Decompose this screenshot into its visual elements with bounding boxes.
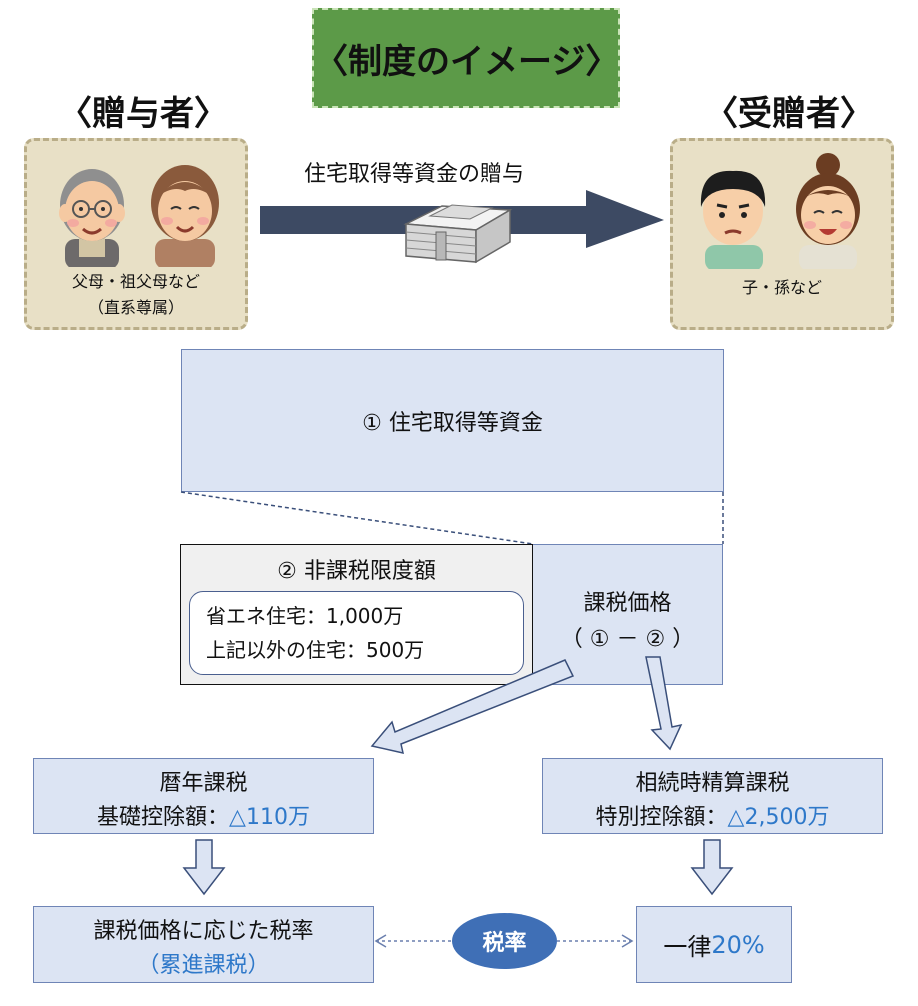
dotted-arrow-right-icon [621, 934, 634, 948]
nontax-limit-eco: 省エネ住宅：1,000万 [206, 604, 404, 628]
flat-rate-value: 20% [711, 930, 765, 959]
tax-rate-oval: 税率 [452, 913, 557, 969]
taxable-value-formula: （ ① － ② ） [560, 627, 695, 652]
taxable-value-label: 課税価格 [583, 591, 672, 616]
annual-deduction-value: △110万 [229, 805, 310, 830]
annual-deduction-label: 基礎控除額： [97, 805, 230, 830]
annual-deduction: 基礎控除額：△110万 [34, 799, 373, 831]
settlement-taxation-box: 相続時精算課税 特別控除額：△2,500万 [542, 758, 883, 834]
nontax-limit-box: ② 非課税限度額 省エネ住宅：1,000万 上記以外の住宅：500万 [180, 544, 533, 685]
grandfather-icon [59, 169, 125, 267]
nontax-limit-other: 上記以外の住宅：500万 [206, 638, 425, 662]
nontax-limit-detail: 省エネ住宅：1,000万 上記以外の住宅：500万 [189, 591, 524, 675]
donor-description-1: 父母・祖父母など [71, 272, 200, 291]
arrow-to-annual-icon [370, 659, 575, 754]
recipient-heading: 〈受贈者〉 [704, 94, 874, 134]
flat-rate-label: 一律 [663, 933, 712, 961]
settlement-deduction-value: △2,500万 [727, 805, 830, 830]
recipient-card: 子・孫など [670, 138, 894, 330]
donor-card: 父母・祖父母など （直系尊属） [24, 138, 248, 330]
arrow-to-settlement-icon [645, 656, 683, 751]
housing-funds-box: ① 住宅取得等資金 [181, 349, 724, 492]
dashed-line-left [180, 491, 534, 545]
grandmother-icon [151, 165, 219, 267]
taxable-value-box: 課税価格 （ ① － ② ） [532, 544, 723, 685]
arrow-down-left-icon [182, 839, 226, 896]
recipient-description: 子・孫など [741, 278, 822, 297]
children-illustration [700, 153, 860, 269]
transfer-label: 住宅取得等資金の贈与 [304, 162, 525, 187]
gift-arrow [260, 190, 664, 264]
nontax-limit-title: ② 非課税限度額 [277, 559, 436, 584]
diagram-title: 〈制度のイメージ〉 [312, 8, 620, 108]
annual-taxation-title: 暦年課税 [159, 771, 248, 796]
donor-description-2: （直系尊属） [87, 298, 184, 317]
progressive-rate-box: 課税価格に応じた税率 （累進課税） [33, 906, 374, 983]
annual-taxation-box: 暦年課税 基礎控除額：△110万 [33, 758, 374, 834]
progressive-rate-title: 課税価格に応じた税率 [93, 919, 314, 944]
settlement-deduction: 特別控除額：△2,500万 [543, 799, 882, 831]
dotted-arrow-left-icon [374, 934, 387, 948]
settlement-deduction-label: 特別控除額： [595, 805, 728, 830]
grandparents-illustration [59, 165, 219, 267]
settlement-taxation-title: 相続時精算課税 [635, 771, 790, 796]
donor-heading: 〈贈与者〉 [58, 94, 228, 134]
progressive-rate-note: （累進課税） [137, 953, 270, 978]
cash-stack-icon [403, 204, 513, 264]
girl-icon [796, 153, 860, 269]
arrow-down-right-icon [690, 839, 734, 896]
boy-icon [700, 170, 766, 269]
